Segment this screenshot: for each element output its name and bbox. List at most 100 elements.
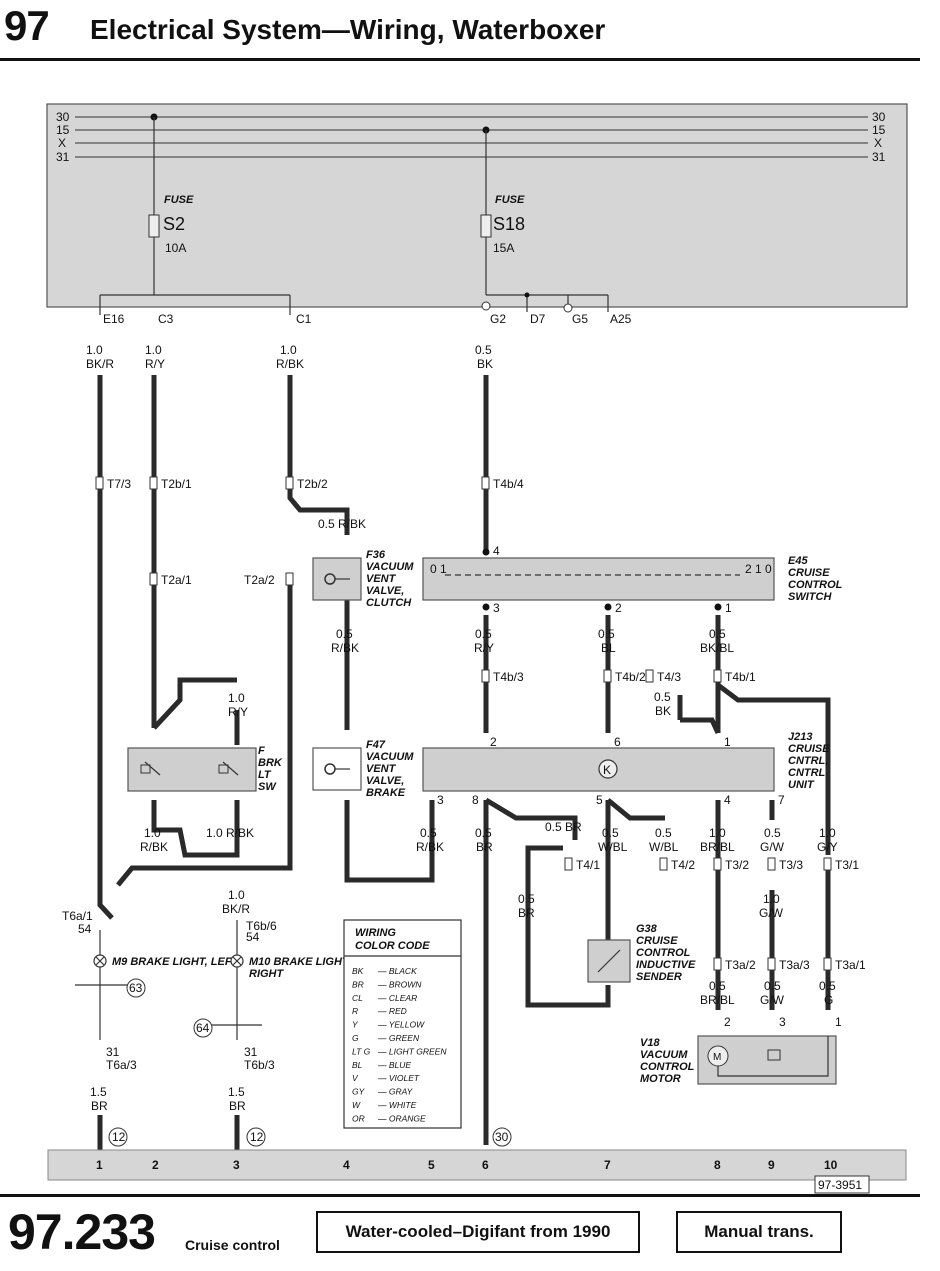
ground-number: 2 — [152, 1158, 159, 1172]
svg-text:T3/3: T3/3 — [779, 858, 803, 872]
svg-text:VACUUM: VACUUM — [640, 1049, 688, 1061]
svg-text:MOTOR: MOTOR — [640, 1073, 681, 1085]
svg-text:1.0: 1.0 — [228, 691, 245, 705]
svg-text:8: 8 — [472, 793, 479, 807]
svg-text:T4b/2: T4b/2 — [615, 670, 646, 684]
cruise-control-switch: 0 1 2 1 0 4 3 2 1 E45 CRUISE CONTROL SWI… — [422, 544, 843, 615]
svg-text:W/BL: W/BL — [649, 840, 679, 854]
svg-text:CNTRL: CNTRL — [788, 767, 826, 779]
ground-strip — [47, 1149, 907, 1181]
svg-text:1: 1 — [725, 601, 732, 615]
svg-text:1.0: 1.0 — [280, 343, 297, 357]
connector-g5: G5 — [572, 312, 588, 326]
bus-label-15-right: 15 — [872, 123, 886, 137]
svg-text:J213: J213 — [788, 731, 812, 743]
svg-text:54: 54 — [246, 930, 260, 944]
svg-text:VALVE,: VALVE, — [366, 585, 404, 597]
svg-text:G: G — [824, 993, 833, 1007]
svg-text:BR: BR — [91, 1099, 108, 1113]
svg-text:0.5: 0.5 — [420, 826, 437, 840]
svg-text:1.0 R/BK: 1.0 R/BK — [206, 826, 254, 840]
svg-text:BK: BK — [655, 704, 671, 718]
svg-text:31: 31 — [244, 1045, 258, 1059]
legend-color: — WHITE — [377, 1100, 417, 1110]
svg-text:CONTROL: CONTROL — [640, 1061, 695, 1073]
legend-color: — VIOLET — [377, 1073, 420, 1083]
svg-text:2 1 0: 2 1 0 — [745, 562, 772, 576]
svg-text:1.5: 1.5 — [90, 1085, 107, 1099]
svg-text:31: 31 — [106, 1045, 120, 1059]
svg-text:T4b/3: T4b/3 — [493, 670, 524, 684]
svg-text:R/BK: R/BK — [331, 641, 359, 655]
connector-g2: G2 — [490, 312, 506, 326]
connector-c1: C1 — [296, 312, 312, 326]
svg-text:VENT: VENT — [366, 763, 397, 775]
svg-text:RIGHT: RIGHT — [249, 968, 285, 980]
svg-text:T6b/3: T6b/3 — [244, 1058, 275, 1072]
svg-text:F36: F36 — [366, 549, 386, 561]
vacuum-control-motor: M 2 3 1 V18 VACUUM CONTROL MOTOR — [640, 1015, 842, 1085]
svg-text:CLUTCH: CLUTCH — [366, 597, 412, 609]
svg-text:M9 BRAKE LIGHT, LEFT: M9 BRAKE LIGHT, LEFT — [112, 956, 240, 968]
legend-color: — ORANGE — [377, 1113, 426, 1123]
svg-text:1.0: 1.0 — [709, 826, 726, 840]
svg-text:E45: E45 — [788, 555, 808, 567]
legend-color: — YELLOW — [377, 1020, 425, 1030]
svg-text:UNIT: UNIT — [788, 779, 815, 791]
ground-number: 9 — [768, 1158, 775, 1172]
svg-text:R/Y: R/Y — [145, 357, 165, 371]
fuse-s2: FUSE S2 10A — [148, 113, 194, 295]
svg-text:T7/3: T7/3 — [107, 477, 131, 491]
svg-text:1.5: 1.5 — [228, 1085, 245, 1099]
ground-number: 8 — [714, 1158, 721, 1172]
svg-text:WIRING: WIRING — [355, 927, 396, 939]
legend-color: — GRAY — [377, 1087, 414, 1097]
svg-text:T6a/3: T6a/3 — [106, 1058, 137, 1072]
svg-text:0.5: 0.5 — [336, 627, 353, 641]
legend-code: BR — [352, 979, 364, 989]
svg-text:0.5: 0.5 — [764, 826, 781, 840]
connector-c3: C3 — [158, 312, 174, 326]
svg-text:T4b/1: T4b/1 — [725, 670, 756, 684]
svg-text:T2a/1: T2a/1 — [161, 573, 192, 587]
svg-text:INDUCTIVE: INDUCTIVE — [636, 959, 696, 971]
svg-text:64: 64 — [196, 1021, 210, 1035]
ground-number: 4 — [343, 1158, 350, 1172]
svg-text:R/BK: R/BK — [416, 840, 444, 854]
legend-color: — CLEAR — [377, 993, 417, 1003]
vacuum-vent-valve-clutch: F36 VACUUM VENT VALVE, CLUTCH — [312, 549, 414, 609]
svg-text:BR: BR — [518, 906, 535, 920]
legend-color: — BROWN — [377, 979, 422, 989]
svg-text:M10 BRAKE LIGHT,: M10 BRAKE LIGHT, — [249, 956, 351, 968]
svg-text:54: 54 — [78, 922, 92, 936]
svg-text:BR/BL: BR/BL — [700, 840, 735, 854]
svg-text:G/W: G/W — [760, 993, 785, 1007]
svg-text:0.5: 0.5 — [475, 627, 492, 641]
legend-code: BK — [352, 966, 364, 976]
svg-text:K: K — [603, 763, 611, 777]
svg-text:10A: 10A — [165, 241, 186, 255]
svg-text:4: 4 — [724, 793, 731, 807]
svg-text:W/BL: W/BL — [598, 840, 628, 854]
legend-code: G — [352, 1033, 359, 1043]
bus-label-x-right: X — [874, 136, 882, 150]
connector-d7: D7 — [530, 312, 546, 326]
svg-text:FUSE: FUSE — [164, 194, 194, 206]
svg-text:COLOR CODE: COLOR CODE — [355, 940, 430, 952]
svg-text:T3/1: T3/1 — [835, 858, 859, 872]
svg-text:S2: S2 — [163, 214, 185, 234]
ground-number: 10 — [824, 1158, 838, 1172]
svg-text:CNTRL,: CNTRL, — [788, 755, 828, 767]
svg-text:VACUUM: VACUUM — [366, 561, 414, 573]
svg-text:0.5: 0.5 — [475, 343, 492, 357]
cruise-control-inductive-sender: G38 CRUISE CONTROL INDUCTIVE SENDER — [587, 923, 696, 983]
svg-text:BR: BR — [229, 1099, 246, 1113]
connector-e16: E16 — [103, 312, 125, 326]
svg-text:7: 7 — [778, 793, 785, 807]
svg-text:T3a/3: T3a/3 — [779, 958, 810, 972]
svg-text:6: 6 — [614, 735, 621, 749]
wire-labels: 1.0 BK/R 1.0 R/Y 1.0 R/BK 0.5 BK 0.5 R/B… — [86, 343, 838, 1113]
bus-label-31-right: 31 — [872, 150, 886, 164]
legend-code: V — [352, 1073, 359, 1083]
